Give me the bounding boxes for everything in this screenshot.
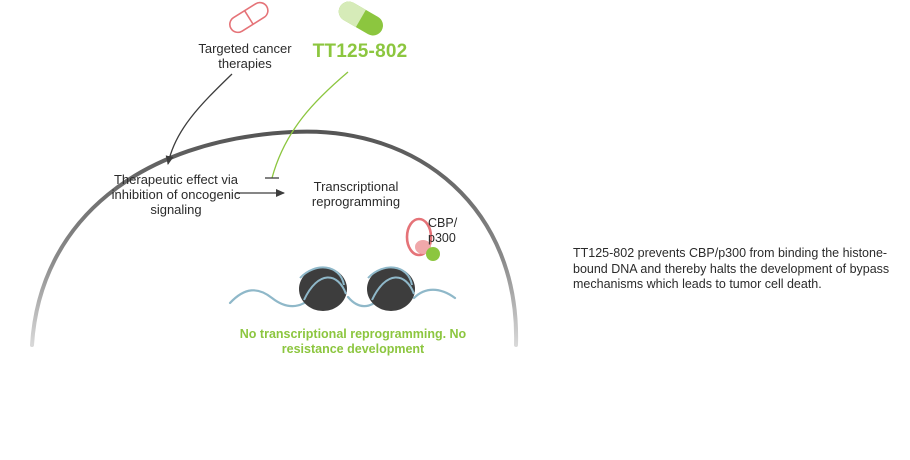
label-targeted-therapies: Targeted cancer therapies [198,41,292,71]
label-outcome: No transcriptional reprogramming. No res… [239,327,467,356]
capsule-outline-icon [229,1,269,34]
arrow-targeted-to-effect [165,73,233,165]
cbp-p300-protein-icon [405,217,440,261]
label-cbp-p300: CBP/ p300 [428,216,458,245]
label-therapeutic-effect: Therapeutic effect via inhibition of onc… [111,172,241,217]
label-transcriptional-reprogramming: Transcriptional reprogramming [311,179,401,209]
nucleosome-icon [299,266,347,311]
nucleosome-icon [367,266,415,311]
description-text: TT125-802 prevents CBP/p300 from binding… [573,246,890,291]
inhibition-line [271,71,349,179]
label-drug-name: TT125-802 [312,41,408,62]
capsule-green-icon [338,1,383,36]
